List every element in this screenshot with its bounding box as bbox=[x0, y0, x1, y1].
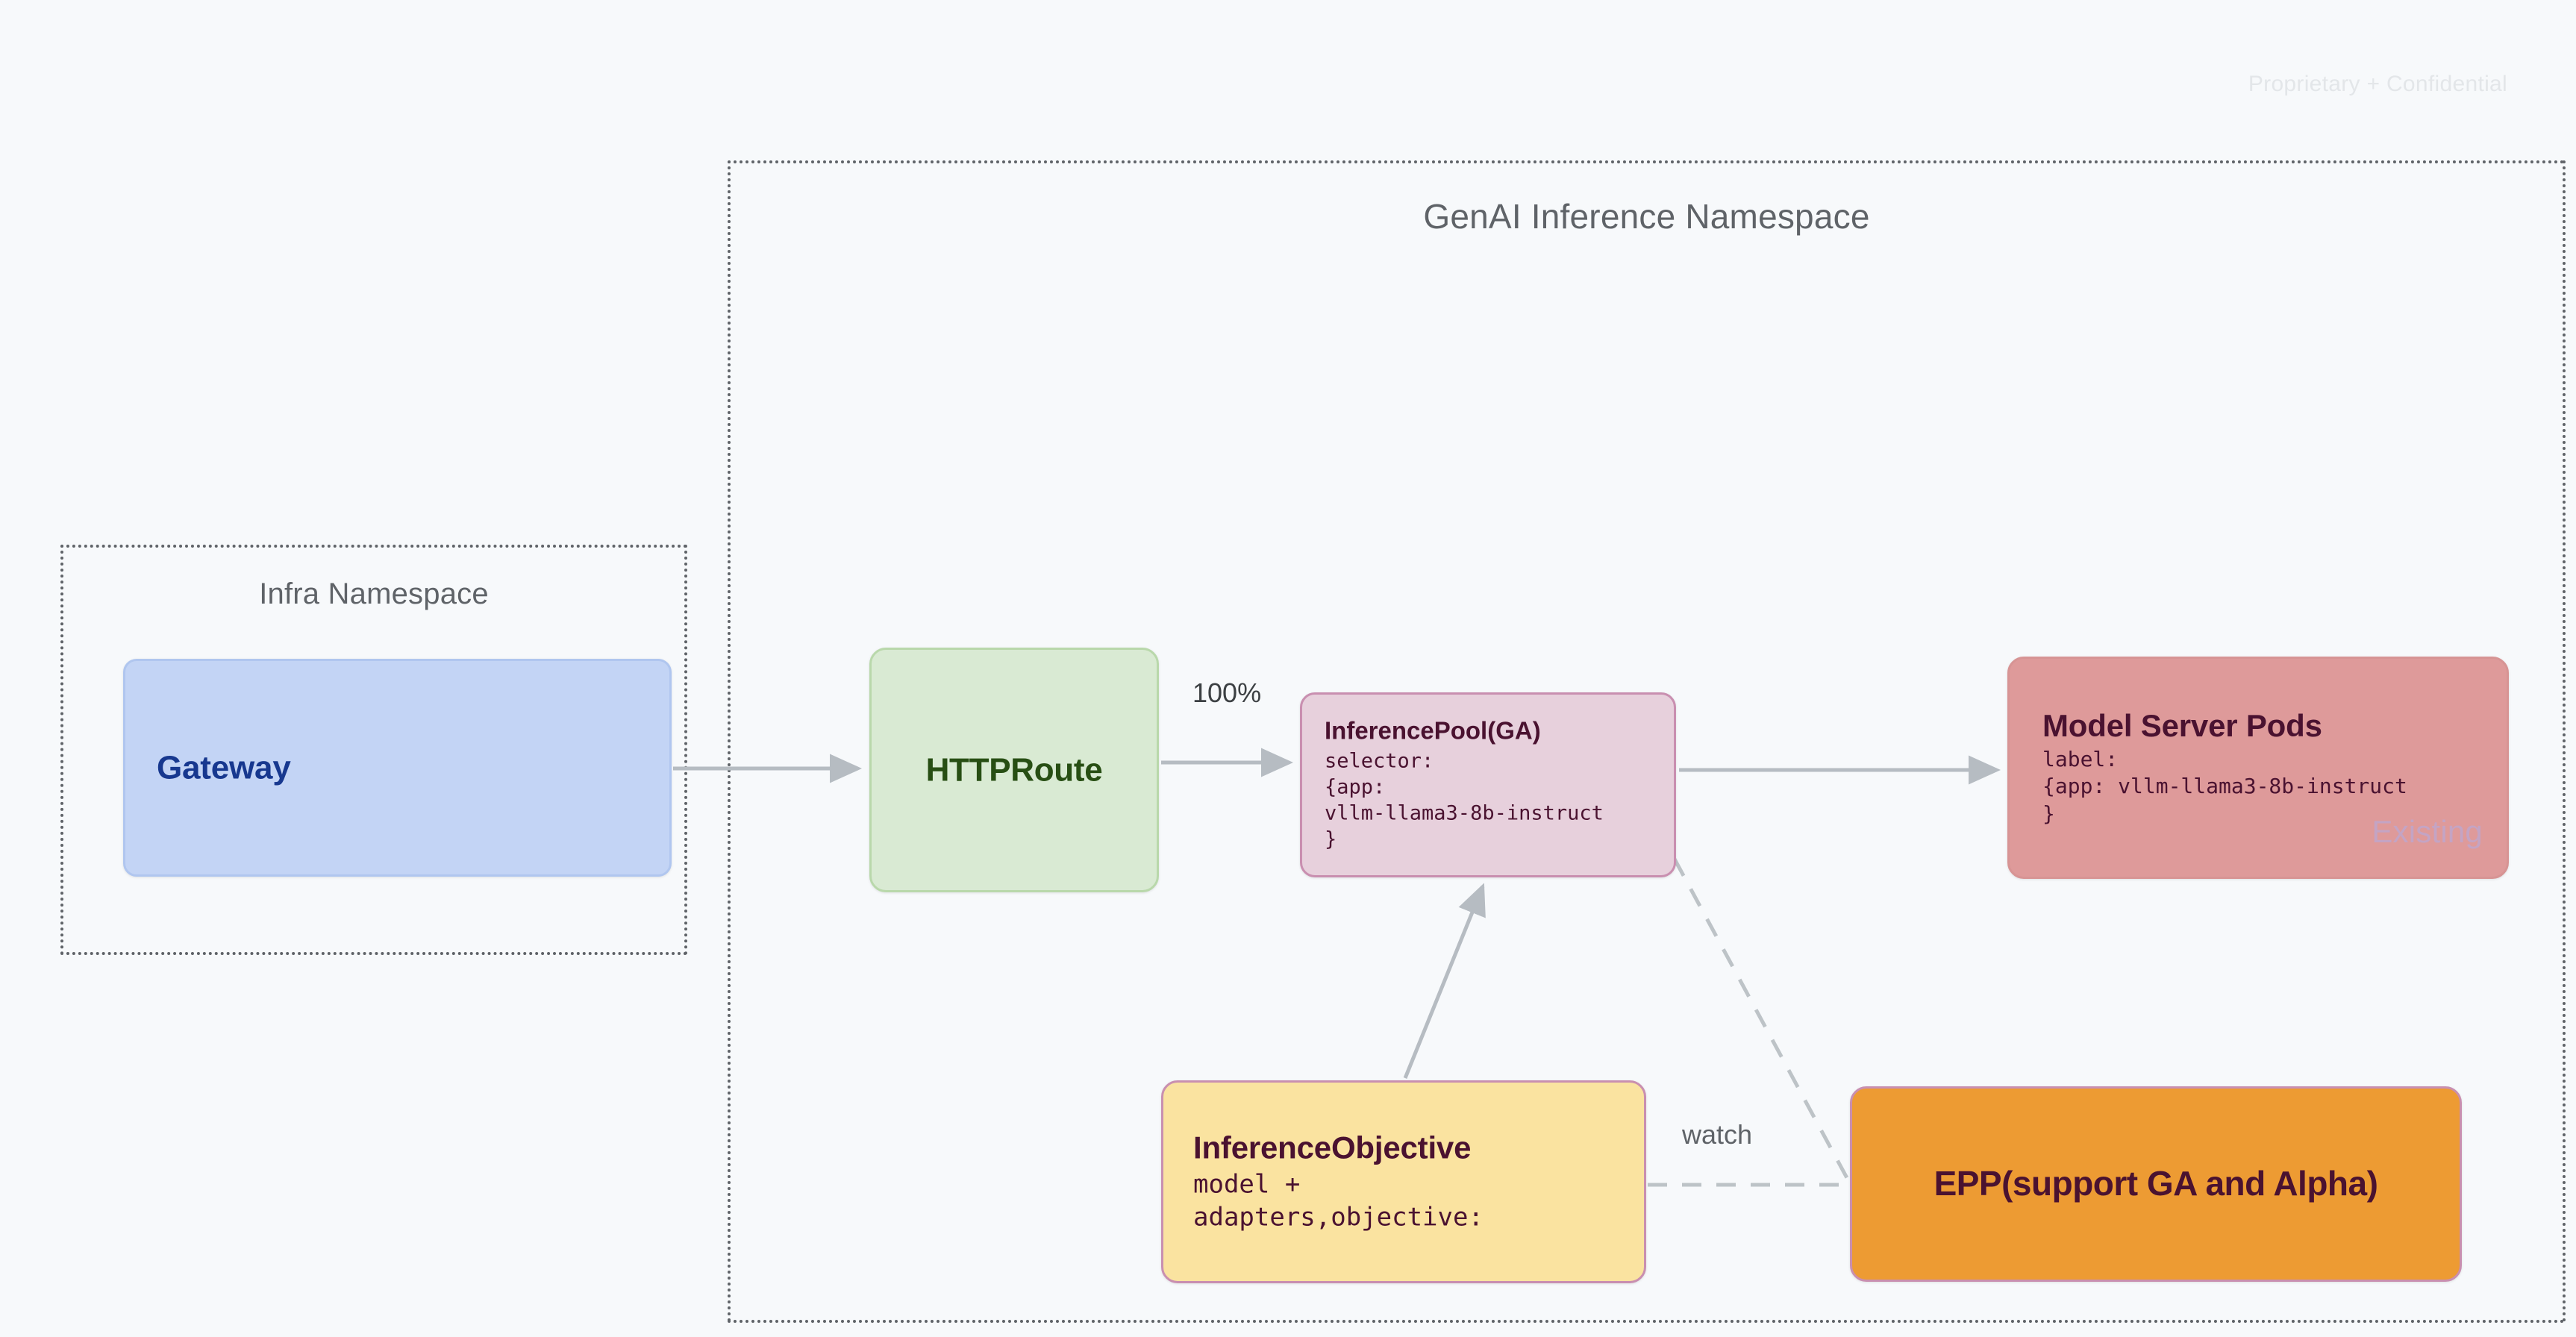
namespace-genai-inference: GenAI Inference Namespace bbox=[728, 160, 2566, 1323]
node-httproute[interactable]: HTTPRoute bbox=[869, 648, 1159, 892]
node-inferencepool[interactable]: InferencePool(GA) selector: {app: vllm-l… bbox=[1300, 692, 1676, 877]
node-model-server-pods-title: Model Server Pods bbox=[2042, 707, 2322, 743]
node-model-server-pods-body: label: {app: vllm-llama3-8b-instruct } bbox=[2042, 746, 2407, 826]
node-epp-title: EPP(support GA and Alpha) bbox=[1933, 1164, 2378, 1203]
status-badge-existing: Existing bbox=[2372, 814, 2483, 849]
confidentiality-watermark: Proprietary + Confidential bbox=[2248, 72, 2507, 96]
namespace-infra-title: Infra Namespace bbox=[259, 577, 489, 610]
node-inferencepool-title: InferencePool(GA) bbox=[1325, 716, 1541, 745]
node-epp[interactable]: EPP(support GA and Alpha) bbox=[1850, 1086, 2462, 1282]
edge-label-watch: watch bbox=[1682, 1119, 1753, 1150]
namespace-infra: Infra Namespace bbox=[60, 545, 687, 955]
edge-label-traffic-weight: 100% bbox=[1192, 677, 1262, 708]
node-httproute-title: HTTPRoute bbox=[925, 751, 1103, 789]
node-gateway[interactable]: Gateway bbox=[123, 659, 672, 877]
node-inference-objective-title: InferenceObjective bbox=[1193, 1130, 1472, 1165]
node-gateway-title: Gateway bbox=[157, 749, 291, 786]
namespace-genai-inference-title: GenAI Inference Namespace bbox=[1423, 197, 1870, 236]
node-inference-objective-body: model + adapters,objective: bbox=[1193, 1169, 1484, 1233]
node-inference-objective[interactable]: InferenceObjective model + adapters,obje… bbox=[1161, 1080, 1646, 1283]
node-model-server-pods[interactable]: Model Server Pods label: {app: vllm-llam… bbox=[2007, 657, 2509, 879]
node-inferencepool-body: selector: {app: vllm-llama3-8b-instruct … bbox=[1325, 749, 1604, 851]
